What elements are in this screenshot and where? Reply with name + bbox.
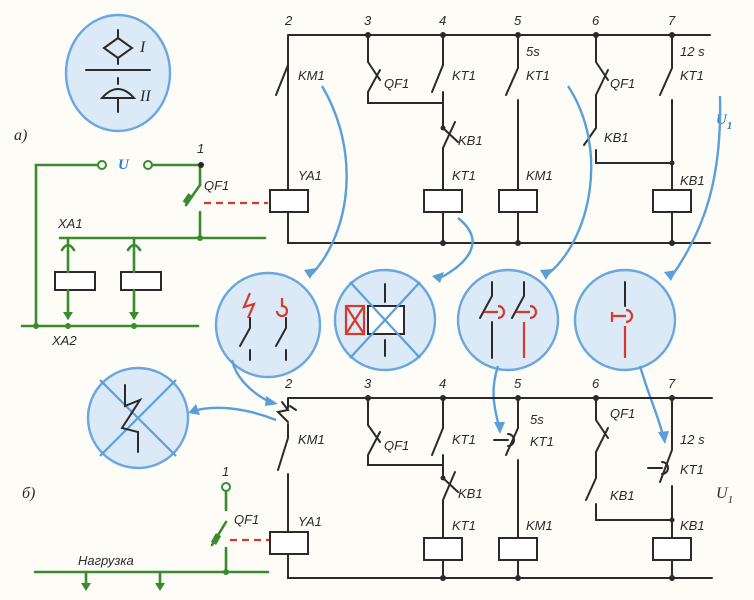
part-b-delay-5: 5s — [530, 412, 544, 427]
part-a-contact-kt1-7: KT1 — [680, 68, 704, 83]
part-b-node-1: 1 — [222, 464, 229, 479]
part-a-node-2: 2 — [284, 13, 293, 28]
part-b-contact-qf1-6: QF1 — [610, 406, 635, 421]
part-a-node-1: 1 — [197, 141, 204, 156]
part-b-control-ladder — [269, 395, 713, 581]
part-b-contact-qf1: QF1 — [384, 438, 409, 453]
part-a-node-7: 7 — [668, 13, 676, 28]
part-b-node-7: 7 — [668, 376, 676, 391]
part-b-contact-kt1-7: KT1 — [680, 462, 704, 477]
part-a-contact-km1: KM1 — [298, 68, 325, 83]
zoom-circle-crossed-coil — [333, 268, 437, 372]
part-a-coil-ya1: YA1 — [298, 168, 322, 183]
part-a-control-ladder — [269, 32, 711, 246]
part-b-contact-kt1-5: KT1 — [530, 434, 554, 449]
part-a-node-4: 4 — [439, 13, 446, 28]
part-a-node-3: 3 — [364, 13, 372, 28]
legend-label-upper: I — [139, 39, 146, 56]
part-b-node-3: 3 — [364, 376, 372, 391]
part-a-contact-qf1: QF1 — [384, 76, 409, 91]
zoom-circle-timer-contacts — [456, 268, 560, 372]
part-b-node-5: 5 — [514, 376, 522, 391]
part-b-coil-kb1: KB1 — [680, 518, 705, 533]
legend-oval: I II — [64, 13, 172, 133]
part-a-supply-label: U — [118, 157, 130, 173]
zoom-circle-crossed-contact — [86, 366, 190, 470]
part-a-contact-kt1-4: KT1 — [452, 68, 476, 83]
part-a-contact-kt1-5: KT1 — [526, 68, 550, 83]
zoom-circle-delay-contact — [573, 268, 677, 372]
part-b-coil-ya1: YA1 — [298, 514, 322, 529]
part-b-voltage: U1 — [716, 485, 733, 506]
part-b-contact-kt1-4: KT1 — [452, 432, 476, 447]
part-b-node-6: 6 — [592, 376, 600, 391]
explanation-arrows — [188, 85, 722, 444]
part-a-marker: а) — [14, 127, 27, 144]
zoom-circle-km1-contact — [214, 271, 322, 379]
part-b-contact-kb1-6: KB1 — [610, 488, 635, 503]
part-a-delay-7: 12 s — [680, 44, 705, 59]
part-a-node-5: 5 — [514, 13, 522, 28]
part-a-power-circuit — [20, 160, 268, 329]
part-a-voltage: U1 — [716, 112, 732, 132]
part-a-coil-km1: KM1 — [526, 168, 553, 183]
part-b-coil-kt1: KT1 — [452, 518, 476, 533]
part-a-coil-kt1: KT1 — [452, 168, 476, 183]
part-b-node-2: 2 — [284, 376, 293, 391]
part-a-breaker-label: QF1 — [204, 178, 229, 193]
part-b-contact-kb1-4: KB1 — [458, 486, 483, 501]
part-b-power-circuit — [33, 482, 270, 591]
part-b-marker: б) — [22, 485, 35, 502]
part-b-load-label: Нагрузка — [78, 553, 134, 568]
part-a-contact-kb1-6: KB1 — [604, 130, 629, 145]
legend-label-lower: II — [139, 88, 151, 105]
part-b-breaker-label: QF1 — [234, 512, 259, 527]
part-b-coil-km1: KM1 — [526, 518, 553, 533]
part-a-bus-top-label: XA1 — [57, 216, 83, 231]
part-a-contact-kb1-4: KB1 — [458, 133, 483, 148]
part-b-delay-7: 12 s — [680, 432, 705, 447]
part-a-coil-kb1: KB1 — [680, 173, 705, 188]
part-b-node-4: 4 — [439, 376, 446, 391]
part-b-contact-km1: KM1 — [298, 432, 325, 447]
part-a-delay-5: 5s — [526, 44, 540, 59]
part-a-bus-bottom-label: XA2 — [51, 333, 77, 348]
part-a-contact-qf1-6: QF1 — [610, 76, 635, 91]
part-a-node-6: 6 — [592, 13, 600, 28]
